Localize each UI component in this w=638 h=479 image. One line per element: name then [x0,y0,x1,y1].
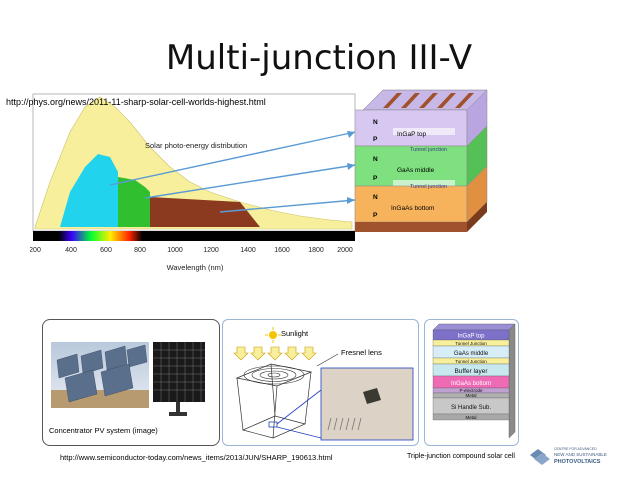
n-label: N [373,119,378,126]
layer-label: InGaAs bottom [451,381,491,387]
layer-stack-diagram: InGaP top Tunnel Junction GaAs middle Tu… [425,320,518,445]
source-url-bottom[interactable]: http://www.semiconductor-today.com/news_… [60,453,332,462]
middle-layer-label: GaAs middle [397,167,435,174]
layer-label: Tunnel Junction [455,359,487,364]
layer-label: Buffer layer [454,368,488,375]
p-label: P [373,212,378,219]
triple-junction-cell-stack: N InGaP top P Tunnel junction N GaAs mid… [355,88,495,234]
concentrator-pv-panel: Concentrator PV system (image) [42,319,220,446]
layer-label: InGaP top [458,334,486,340]
layer-label: Tunnel Junction [455,341,487,346]
logo-line-2: NEW AND SUSTAINABLE [554,452,607,457]
top-layer-label: InGaP top [397,131,427,138]
triple-junction-caption: Triple-junction compound solar cell [407,453,515,460]
p-label: P [373,175,378,182]
n-label: N [373,194,378,201]
fresnel-lens-diagram [223,320,418,445]
layer-label: Metal [465,415,476,420]
triple-junction-layers-panel: InGaP top Tunnel Junction GaAs middle Tu… [424,319,519,446]
logo-line-1: CENTRE FOR ADVANCED [554,447,597,451]
bottom-layer-label: InGaAs bottom [391,205,434,212]
sunlight-label: Sunlight [281,329,308,338]
concentrator-caption: Concentrator PV system (image) [49,426,158,435]
acap-logo: CENTRE FOR ADVANCED NEW AND SUSTAINABLE … [528,443,632,467]
layer-label: Metal [465,393,476,398]
tunnel-label: Tunnel junction [410,147,447,153]
logo-line-3: PHOTOVOLTAICS [554,459,601,465]
sun-icon [269,331,277,339]
concentrator-pv-image [43,320,219,420]
n-label: N [373,156,378,163]
layer-label: GaAs middle [454,351,489,357]
fresnel-lens-panel: Sunlight Fresnel lens [222,319,419,446]
layer-label: Si Handle Sub. [451,405,491,411]
fresnel-label: Fresnel lens [341,348,382,357]
p-label: P [373,136,378,143]
logo-mark-icon [530,449,550,465]
tunnel-label: Tunnel junction [410,184,447,190]
